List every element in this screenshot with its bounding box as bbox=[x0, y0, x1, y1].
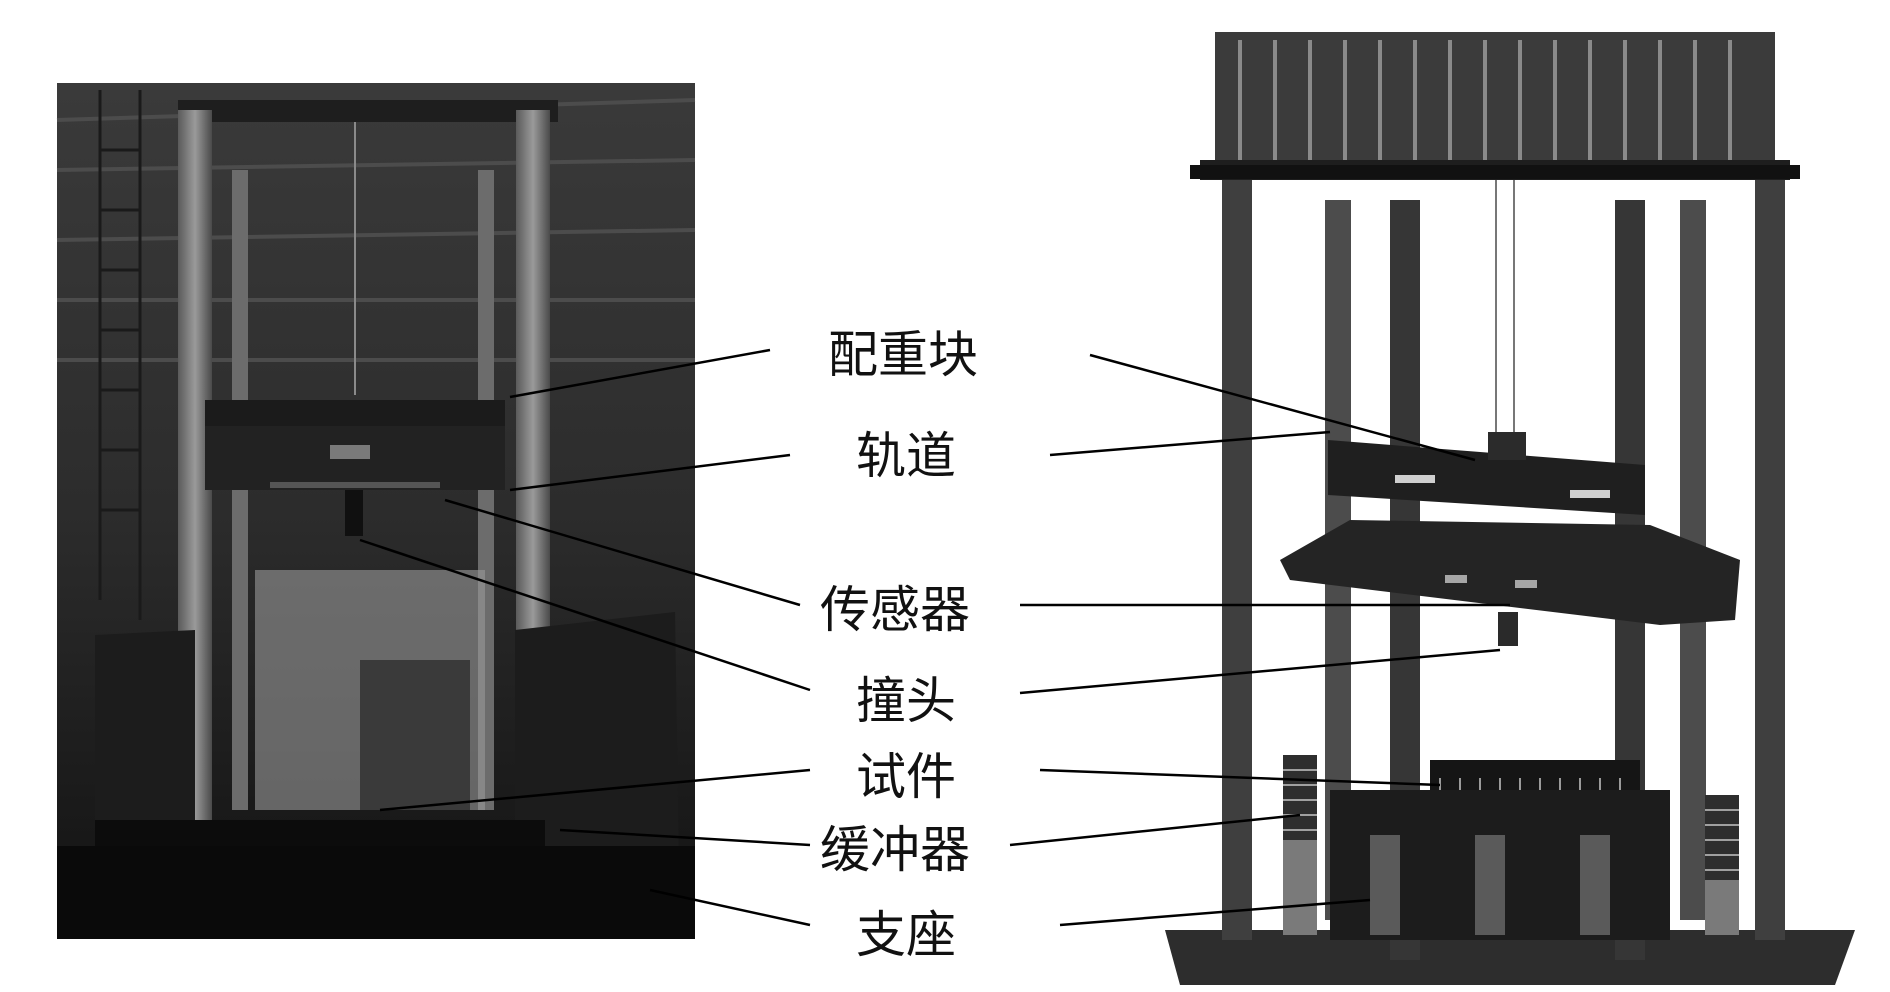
test-rig-3d-model bbox=[1165, 32, 1855, 985]
label-sensor: 传感器 bbox=[820, 585, 970, 635]
label-buffer: 缓冲器 bbox=[820, 825, 970, 875]
label-counterweight: 配重块 bbox=[828, 330, 978, 380]
label-rail: 轨道 bbox=[856, 431, 956, 481]
label-specimen: 试件 bbox=[856, 752, 956, 802]
label-support: 支座 bbox=[856, 910, 956, 960]
photo-panel bbox=[57, 83, 695, 939]
label-impactor: 撞头 bbox=[856, 676, 956, 726]
